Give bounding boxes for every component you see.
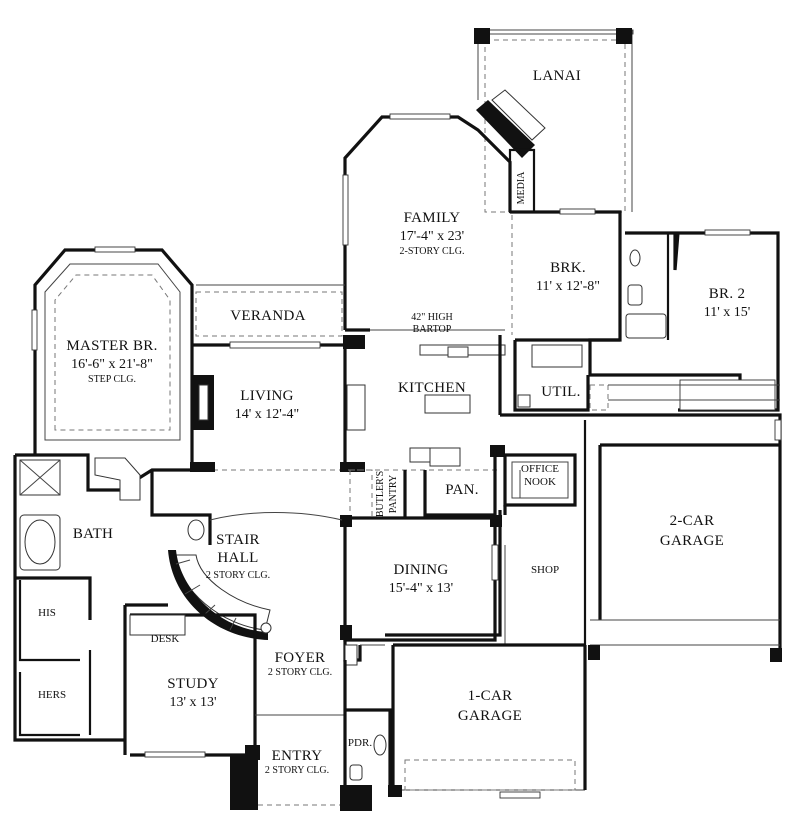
master-bath xyxy=(13,453,212,742)
dining-label: DINING xyxy=(393,562,448,578)
bartop-label-2: BARTOP xyxy=(413,324,452,335)
veranda-label: VERANDA xyxy=(230,308,305,324)
butlers-label-2: PANTRY xyxy=(388,475,399,514)
kitchen xyxy=(346,335,506,471)
shop-label: SHOP xyxy=(531,564,559,576)
entry-label: ENTRY xyxy=(272,748,323,764)
shop-area xyxy=(385,420,587,645)
garage2-label-1: 2-CAR xyxy=(670,513,715,529)
brk-label: BRK. xyxy=(550,260,586,276)
br2-dim: 11' x 15' xyxy=(704,305,751,320)
study-room xyxy=(129,613,260,760)
dining-dim: 15'-4" x 13' xyxy=(389,581,453,596)
kitchen-label: KITCHEN xyxy=(398,380,466,396)
bartop-label-1: 42" HIGH xyxy=(411,312,453,323)
master-label: MASTER BR. xyxy=(66,338,157,354)
master-note: STEP CLG. xyxy=(88,374,136,385)
foyer-label: FOYER xyxy=(275,650,326,666)
family-note: 2-STORY CLG. xyxy=(399,246,464,257)
entry-note: 2 STORY CLG. xyxy=(265,765,329,776)
garage1-label-2: GARAGE xyxy=(458,708,522,724)
garage2-label-2: GARAGE xyxy=(660,533,724,549)
one-car-garage xyxy=(388,643,587,799)
breakfast-room xyxy=(510,208,622,342)
lanai-area xyxy=(474,28,634,213)
office-label-1: OFFICE xyxy=(521,463,559,475)
dining-room xyxy=(340,515,502,642)
living-dim: 14' x 12'-4" xyxy=(235,407,299,422)
lanai-label: LANAI xyxy=(533,68,581,84)
study-label: STUDY xyxy=(167,676,219,692)
powder-room xyxy=(345,644,392,785)
util-label: UTIL. xyxy=(541,384,580,400)
office-label-2: NOOK xyxy=(524,476,556,488)
stair-hall xyxy=(123,512,362,755)
family-label: FAMILY xyxy=(404,210,461,226)
bath-label: BATH xyxy=(73,526,113,542)
brk-dim: 11' x 12'-8" xyxy=(536,279,600,294)
pdr-label: PDR. xyxy=(348,737,372,749)
garage1-label-1: 1-CAR xyxy=(468,688,513,704)
pan-label: PAN. xyxy=(445,482,479,498)
foyer-note: 2 STORY CLG. xyxy=(268,667,332,678)
living-label: LIVING xyxy=(240,388,293,404)
living-room xyxy=(190,335,365,472)
stair-label-1: STAIR xyxy=(216,532,260,548)
family-dim: 17'-4" x 23' xyxy=(400,229,464,244)
bedroom-2 xyxy=(588,229,780,412)
master-bedroom xyxy=(31,246,194,470)
br2-label: BR. 2 xyxy=(709,286,746,302)
butlers-pantry xyxy=(349,447,497,519)
desk-label: DESK xyxy=(151,633,180,645)
utility-room xyxy=(513,340,780,412)
master-dim: 16'-6" x 21'-8" xyxy=(71,357,153,372)
office-nook xyxy=(503,453,577,507)
hers-label: HERS xyxy=(38,689,66,701)
media-label: MEDIA xyxy=(516,171,527,205)
two-car-garage xyxy=(500,413,782,662)
his-label: HIS xyxy=(38,607,56,619)
veranda-area xyxy=(195,284,345,337)
stair-note: 2 STORY CLG. xyxy=(206,570,270,581)
study-dim: 13' x 13' xyxy=(169,695,216,710)
room-labels: LANAI MEDIA FAMILY 17'-4" x 23' 2-STORY … xyxy=(38,68,750,776)
butlers-label-1: BUTLER'S xyxy=(375,471,386,517)
family-room xyxy=(342,113,536,332)
entry-area xyxy=(230,660,372,811)
stair-label-2: HALL xyxy=(217,550,258,566)
